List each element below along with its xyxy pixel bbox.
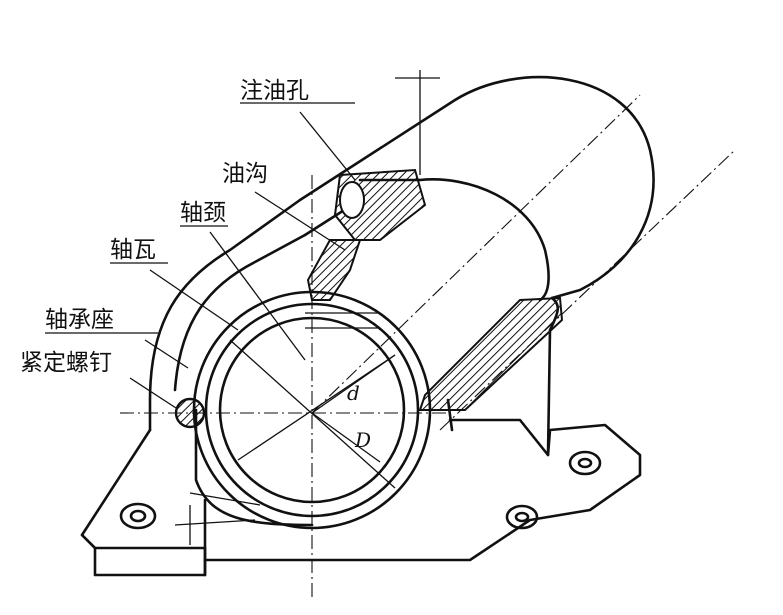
label-journal: 轴颈	[180, 200, 226, 226]
leader-lines	[45, 102, 356, 409]
label-oil-groove: 油沟	[222, 161, 268, 187]
dim-outer-diameter: D	[354, 428, 371, 452]
label-bearing-seat: 轴承座	[45, 307, 114, 333]
label-set-screw: 紧定螺钉	[20, 350, 112, 376]
dimension-lines	[174, 70, 440, 545]
center-lines	[120, 94, 736, 600]
label-oil-hole: 注油孔	[240, 78, 309, 104]
label-bearing-shell: 轴瓦	[110, 237, 156, 263]
base-plate	[80, 423, 642, 577]
hatched-sections	[306, 168, 564, 411]
dim-inner-diameter: d	[347, 381, 360, 405]
